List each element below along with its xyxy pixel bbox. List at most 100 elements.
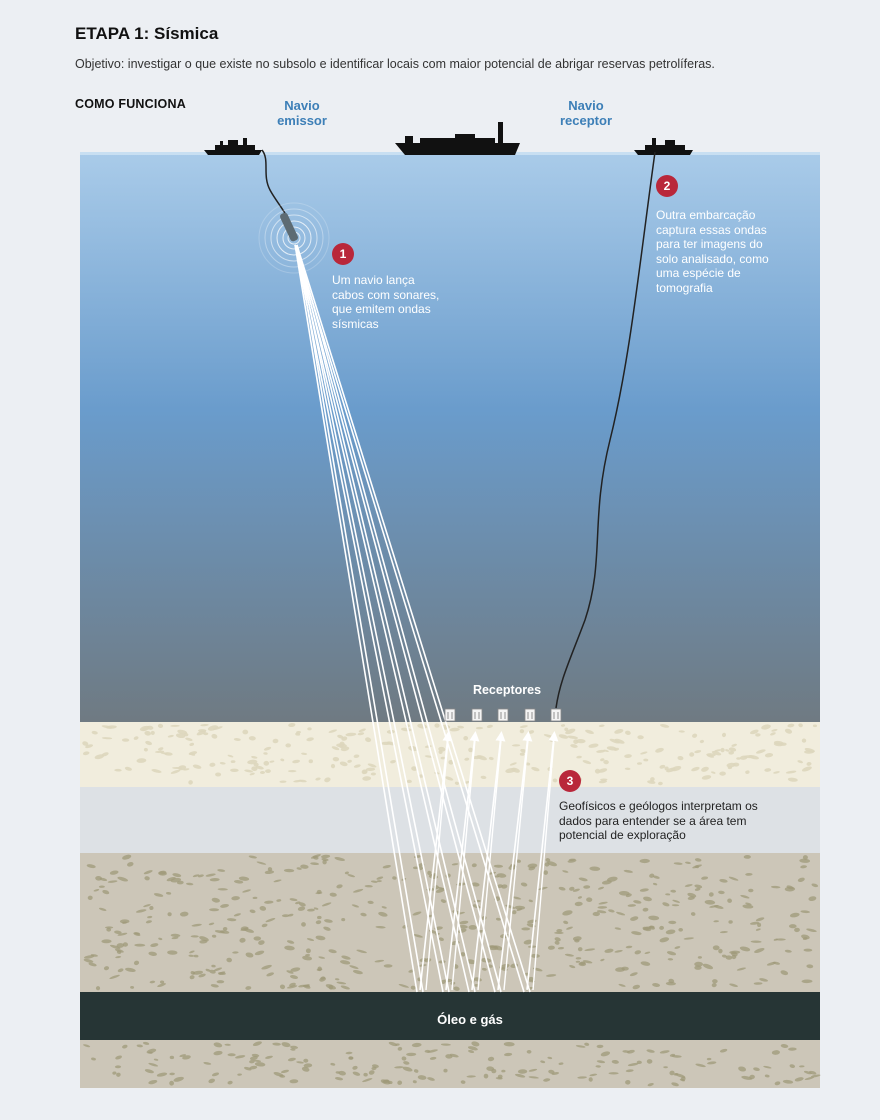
rock-speck	[231, 896, 240, 901]
rock-speck	[598, 724, 605, 728]
rock-speck	[523, 939, 533, 945]
rock-speck	[227, 1080, 233, 1085]
rock-speck	[105, 926, 114, 929]
rock-layer	[80, 853, 820, 992]
rock-speck	[109, 974, 120, 980]
rock-speck	[528, 1068, 538, 1072]
rock-speck	[574, 939, 580, 943]
rock-speck	[156, 1072, 168, 1077]
rock-speck	[178, 765, 187, 771]
rock-speck	[133, 960, 140, 966]
rock-speck	[253, 936, 262, 941]
rock-speck	[424, 755, 434, 758]
rock-speck	[569, 886, 575, 891]
rock-speck	[205, 873, 216, 877]
rock-speck	[516, 908, 523, 911]
rock-speck	[209, 762, 216, 767]
rock-speck	[356, 949, 367, 954]
rock-speck	[678, 730, 685, 733]
rock-speck	[200, 723, 209, 727]
rock-speck	[249, 1059, 255, 1064]
rock-speck	[286, 970, 294, 974]
rock-speck	[297, 906, 306, 911]
rock-speck	[504, 1052, 513, 1057]
rock-speck	[702, 963, 714, 970]
rock-speck	[145, 740, 152, 746]
reflected-wave-arrow	[445, 731, 480, 991]
rock-speck	[289, 1079, 299, 1084]
rock-speck	[512, 896, 522, 900]
rock-speck	[323, 926, 331, 931]
rock-speck	[475, 726, 484, 730]
rock-speck	[240, 926, 249, 932]
rock-speck	[252, 896, 258, 900]
rock-speck	[145, 920, 152, 924]
rock-speck	[424, 1049, 431, 1053]
rock-speck	[718, 948, 723, 954]
rock-speck	[487, 1056, 495, 1062]
rock-speck	[289, 975, 299, 979]
rock-speck	[397, 1046, 403, 1051]
rock-speck	[116, 943, 125, 948]
rock-speck	[182, 1055, 191, 1060]
rock-speck	[378, 911, 388, 917]
rock-speck	[117, 876, 128, 882]
rock-speck	[153, 1058, 159, 1061]
rock-speck	[780, 970, 789, 976]
rock-speck	[738, 1066, 747, 1072]
rock-speck	[281, 914, 290, 918]
rock-speck	[115, 1055, 122, 1060]
rock-speck	[468, 747, 473, 753]
rock-speck	[265, 917, 276, 923]
rock-speck	[719, 931, 728, 934]
rock-speck	[340, 985, 350, 990]
rock-speck	[114, 768, 122, 772]
rock-speck	[381, 906, 387, 909]
rock-speck	[287, 770, 297, 773]
rock-speck	[611, 1059, 619, 1064]
rock-speck	[589, 1073, 598, 1077]
rock-speck	[799, 1065, 805, 1068]
rock-speck	[208, 1078, 215, 1084]
rock-speck	[295, 732, 301, 736]
rock-speck	[739, 946, 751, 952]
rock-speck	[699, 739, 704, 744]
rock-speck	[345, 1051, 353, 1055]
rock-speck	[460, 952, 466, 957]
rock-speck	[652, 882, 658, 886]
step-1-line: Um navio lança	[332, 273, 415, 287]
rock-speck	[589, 866, 601, 871]
rock-speck	[344, 871, 349, 875]
rock-speck	[301, 922, 306, 927]
rock-speck	[139, 725, 150, 732]
rock-speck	[794, 1077, 804, 1082]
rock-speck	[264, 900, 274, 904]
rock-speck	[562, 870, 569, 873]
rock-speck	[576, 755, 582, 759]
rock-speck	[261, 964, 272, 970]
rock-speck	[183, 768, 190, 771]
rock-speck	[434, 723, 440, 728]
rock-speck	[328, 949, 337, 954]
rock-speck	[566, 926, 573, 930]
rock-speck	[771, 1050, 780, 1055]
rock-speck	[787, 777, 798, 782]
rock-speck	[629, 972, 638, 977]
rock-speck	[119, 919, 130, 924]
rock-speck	[679, 1078, 686, 1082]
rock-speck	[189, 742, 195, 746]
rock-speck	[301, 1066, 310, 1072]
oil-gas-layer	[80, 992, 820, 1040]
rock-speck	[226, 957, 232, 963]
rock-speck	[517, 1069, 528, 1074]
rock-speck	[254, 1062, 266, 1067]
rock-speck	[618, 890, 630, 896]
rock-speck	[306, 938, 315, 942]
rock-speck	[220, 903, 229, 908]
rock-speck	[687, 892, 697, 898]
rock-speck	[298, 902, 306, 907]
rock-speck	[122, 942, 128, 947]
rock-speck	[211, 1072, 220, 1077]
reflected-wave-arrow	[425, 739, 449, 991]
rock-speck	[101, 737, 113, 740]
